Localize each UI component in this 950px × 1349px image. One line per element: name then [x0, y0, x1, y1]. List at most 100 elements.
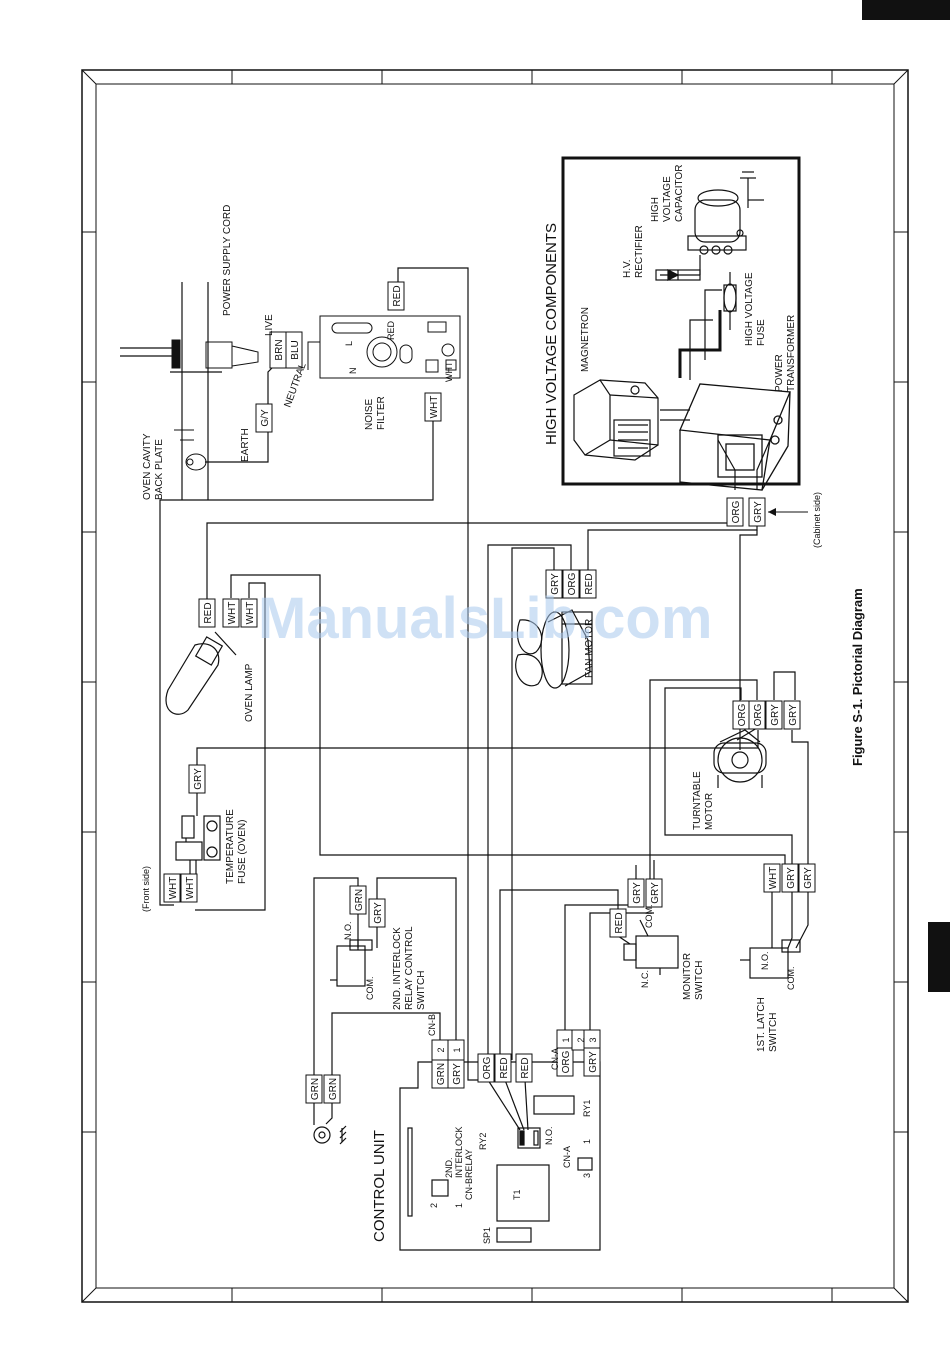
tag-wht-ls: WHT	[768, 867, 779, 890]
tag-wht-lamp-2: WHT	[245, 602, 256, 625]
power-cord-label: POWER SUPPLY CORD	[222, 205, 233, 316]
hv-fuse-label-2: FUSE	[756, 319, 767, 346]
tag-red-ms: RED	[614, 912, 625, 933]
cna-pin-2: 2	[576, 1037, 586, 1042]
transformer-label-1: POWER	[774, 354, 785, 392]
hv-components-box	[561, 156, 801, 486]
tag-blu-1: BLU	[290, 340, 301, 359]
cabinet-side-label: (Cabinet side)	[812, 492, 822, 548]
tag-gry-tt-1: GRY	[770, 704, 781, 726]
tag-gry-cnb: GRY	[452, 1063, 463, 1085]
relay-label-1: 2ND.	[444, 1157, 454, 1178]
magnetron-label: MAGNETRON	[580, 307, 591, 372]
tag-red-relay-2: RED	[520, 1057, 531, 1078]
capacitor-label-2: VOLTAGE	[662, 176, 673, 222]
earth-terminal	[174, 429, 207, 471]
ms-com-label: COM.	[644, 905, 654, 929]
hv-title: HIGH VOLTAGE COMPONENTS	[543, 223, 560, 445]
monitor-switch-drawing	[617, 919, 679, 975]
transformer-label-2: TRANSFORMER	[786, 315, 797, 392]
hv-rectifier-drawing	[655, 269, 701, 281]
magnetron-drawing	[573, 379, 659, 461]
temp-fuse-label-2: FUSE (OVEN)	[237, 820, 248, 884]
control-unit-label: CONTROL UNIT	[371, 1130, 388, 1242]
cna-label: CN-A	[550, 1048, 560, 1070]
front-side-label: (Front side)	[141, 866, 151, 912]
cna-pin-1: 1	[561, 1037, 571, 1042]
fan-motor-drawing	[515, 609, 593, 689]
ls-label-2: SWITCH	[768, 1013, 779, 1052]
noise-filter-label-1: NOISE	[364, 399, 375, 430]
interlock-relay-switch-drawing	[330, 939, 373, 987]
tag-red-lamp: RED	[203, 602, 214, 623]
wire-tags: BRN BLU G/Y RED WHT ORG GRY RED WHT WHT …	[163, 281, 816, 1104]
tag-grn-gnd-2: GRN	[328, 1078, 339, 1100]
tag-gry-ls-1: GRY	[786, 867, 797, 889]
tag-grn-irs: GRN	[354, 889, 365, 911]
board-cna-label: CN-A	[562, 1146, 572, 1168]
cna-pin-3: 3	[588, 1037, 598, 1042]
board-cnb-label: CN-B	[464, 1178, 474, 1200]
irs-label-3: SWITCH	[416, 971, 427, 1010]
tag-gry-fan: GRY	[550, 573, 561, 595]
earth-label: EARTH	[240, 428, 251, 462]
red-small-label: RED	[386, 320, 396, 340]
tag-red-relay-1: RED	[499, 1057, 510, 1078]
wht-small-label: WHT	[444, 361, 454, 382]
tag-gry-tt-2: GRY	[788, 704, 799, 726]
hv-fuse-label-1: HIGH VOLTAGE	[744, 272, 755, 346]
relay-label-2: INTERLOCK	[454, 1126, 464, 1178]
tag-wht-tf-2: WHT	[185, 877, 196, 900]
tag-grn-cnb: GRN	[436, 1063, 447, 1085]
cord-plug	[171, 339, 259, 369]
figure-caption: Figure S-1. Pictorial Diagram	[850, 588, 865, 766]
ls-com-label: COM.	[786, 967, 796, 991]
tag-org-tt-2: ORG	[753, 703, 764, 726]
t1-label: T1	[512, 1189, 522, 1200]
oven-lamp-label: OVEN LAMP	[244, 663, 255, 722]
board-pin-3: 3	[582, 1173, 592, 1178]
board-pin-1b: 1	[454, 1203, 464, 1208]
irs-com-label: COM.	[365, 977, 375, 1001]
corner-tab	[862, 0, 950, 20]
ls-label-1: 1ST. LATCH	[756, 997, 767, 1052]
tag-wht-lamp-1: WHT	[227, 602, 238, 625]
watermark: ManualsLib.com	[258, 586, 712, 651]
tag-org-hv: ORG	[731, 500, 742, 523]
labels: POWER SUPPLY CORD OVEN CAVITY BACK PLATE…	[141, 165, 865, 1244]
tag-gry-ms-1: GRY	[632, 882, 643, 904]
sp1-label: SP1	[482, 1227, 492, 1244]
board-pin-1: 1	[582, 1139, 592, 1144]
live-label: LIVE	[264, 314, 275, 336]
tag-brn-1: BRN	[274, 339, 285, 360]
tag-org-tt-1: ORG	[737, 703, 748, 726]
latch-switch-drawing	[740, 939, 801, 979]
tag-gry-tf: GRY	[193, 768, 204, 790]
n-label: N	[348, 368, 358, 375]
fan-motor-label: FAN MOTOR	[584, 619, 595, 678]
oven-lamp-drawing	[165, 631, 237, 715]
cnb-pin-1: 1	[452, 1047, 462, 1052]
ground-symbol	[313, 1125, 347, 1145]
noise-filter	[307, 315, 461, 379]
tag-red-nf: RED	[392, 285, 403, 306]
noise-filter-label-2: FILTER	[376, 396, 387, 430]
relay-no-label: N.O.	[544, 1126, 554, 1145]
irs-no-label: N.O.	[343, 921, 353, 940]
irs-label-2: RELAY CONTROL	[404, 926, 415, 1010]
ry2-label: RY2	[478, 1133, 488, 1150]
tag-org-relay: ORG	[482, 1056, 493, 1079]
hv-fuse-drawing	[723, 272, 737, 330]
l-label: L	[344, 341, 354, 346]
tag-org-fan: ORG	[567, 572, 578, 595]
ms-label-1: MONITOR	[682, 953, 693, 1000]
turntable-label-2: MOTOR	[704, 793, 715, 830]
tag-gry-cna: GRY	[588, 1051, 599, 1073]
frame	[81, 69, 909, 1303]
capacitor-label-1: HIGH	[650, 197, 661, 222]
capacitor-label-3: CAPACITOR	[674, 165, 685, 222]
tag-gry-ms-2: GRY	[650, 882, 661, 904]
temp-fuse-label-1: TEMPERATURE	[225, 809, 236, 884]
hv-capacitor-drawing	[687, 189, 747, 255]
